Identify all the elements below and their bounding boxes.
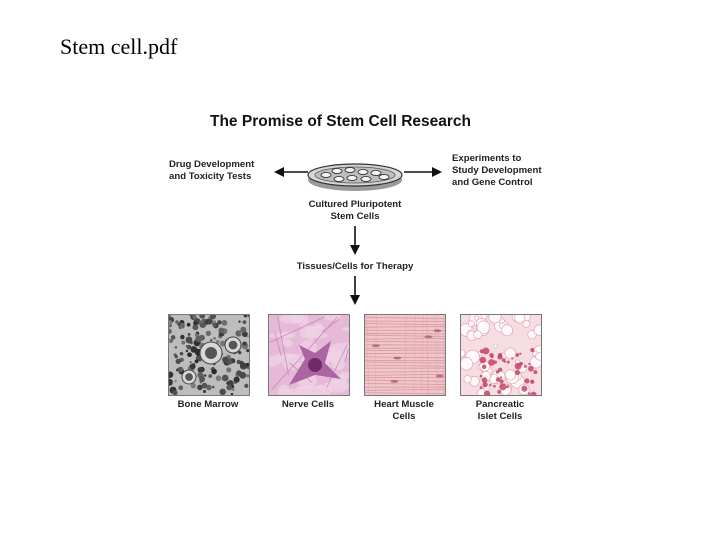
label-pancreatic-islet: Pancreatic Islet Cells: [455, 399, 545, 423]
bone-marrow-micrograph: [168, 314, 250, 396]
label-line: Cultured Pluripotent: [308, 199, 402, 210]
pancreatic-islet-micrograph: [460, 314, 542, 396]
label-line: Experiments to: [452, 153, 522, 164]
figure-title: The Promise of Stem Cell Research: [210, 113, 472, 130]
label-cultured-stem-cells: Cultured Pluripotent Stem Cells: [290, 199, 420, 223]
label-line: Heart Muscle: [374, 399, 434, 410]
label-heart-muscle: Heart Muscle Cells: [359, 399, 449, 423]
label-line: Pancreatic: [475, 399, 525, 410]
document-title: Stem cell.pdf: [60, 34, 178, 59]
nerve-cells-micrograph: [268, 314, 350, 396]
label-experiments: Experiments to Study Development and Gen…: [452, 153, 542, 189]
petri-dish-icon: [307, 163, 403, 191]
label-line: Nerve Cells: [281, 399, 335, 410]
label-line: Study Development: [452, 165, 542, 176]
heart-muscle-micrograph: [364, 314, 446, 396]
label-line: Bone Marrow: [177, 399, 239, 410]
label-bone-marrow: Bone Marrow: [163, 399, 253, 411]
label-line: and Toxicity Tests: [169, 171, 252, 182]
label-nerve-cells: Nerve Cells: [263, 399, 353, 411]
label-line: and Gene Control: [452, 177, 533, 188]
label-line: Stem Cells: [330, 211, 380, 222]
label-drug-development: Drug Development and Toxicity Tests: [169, 159, 254, 183]
label-line: Islet Cells: [477, 411, 523, 422]
label-line: Drug Development: [169, 159, 255, 170]
label-tissues-for-therapy: Tissues/Cells for Therapy: [296, 261, 414, 272]
label-line: Cells: [392, 411, 416, 422]
